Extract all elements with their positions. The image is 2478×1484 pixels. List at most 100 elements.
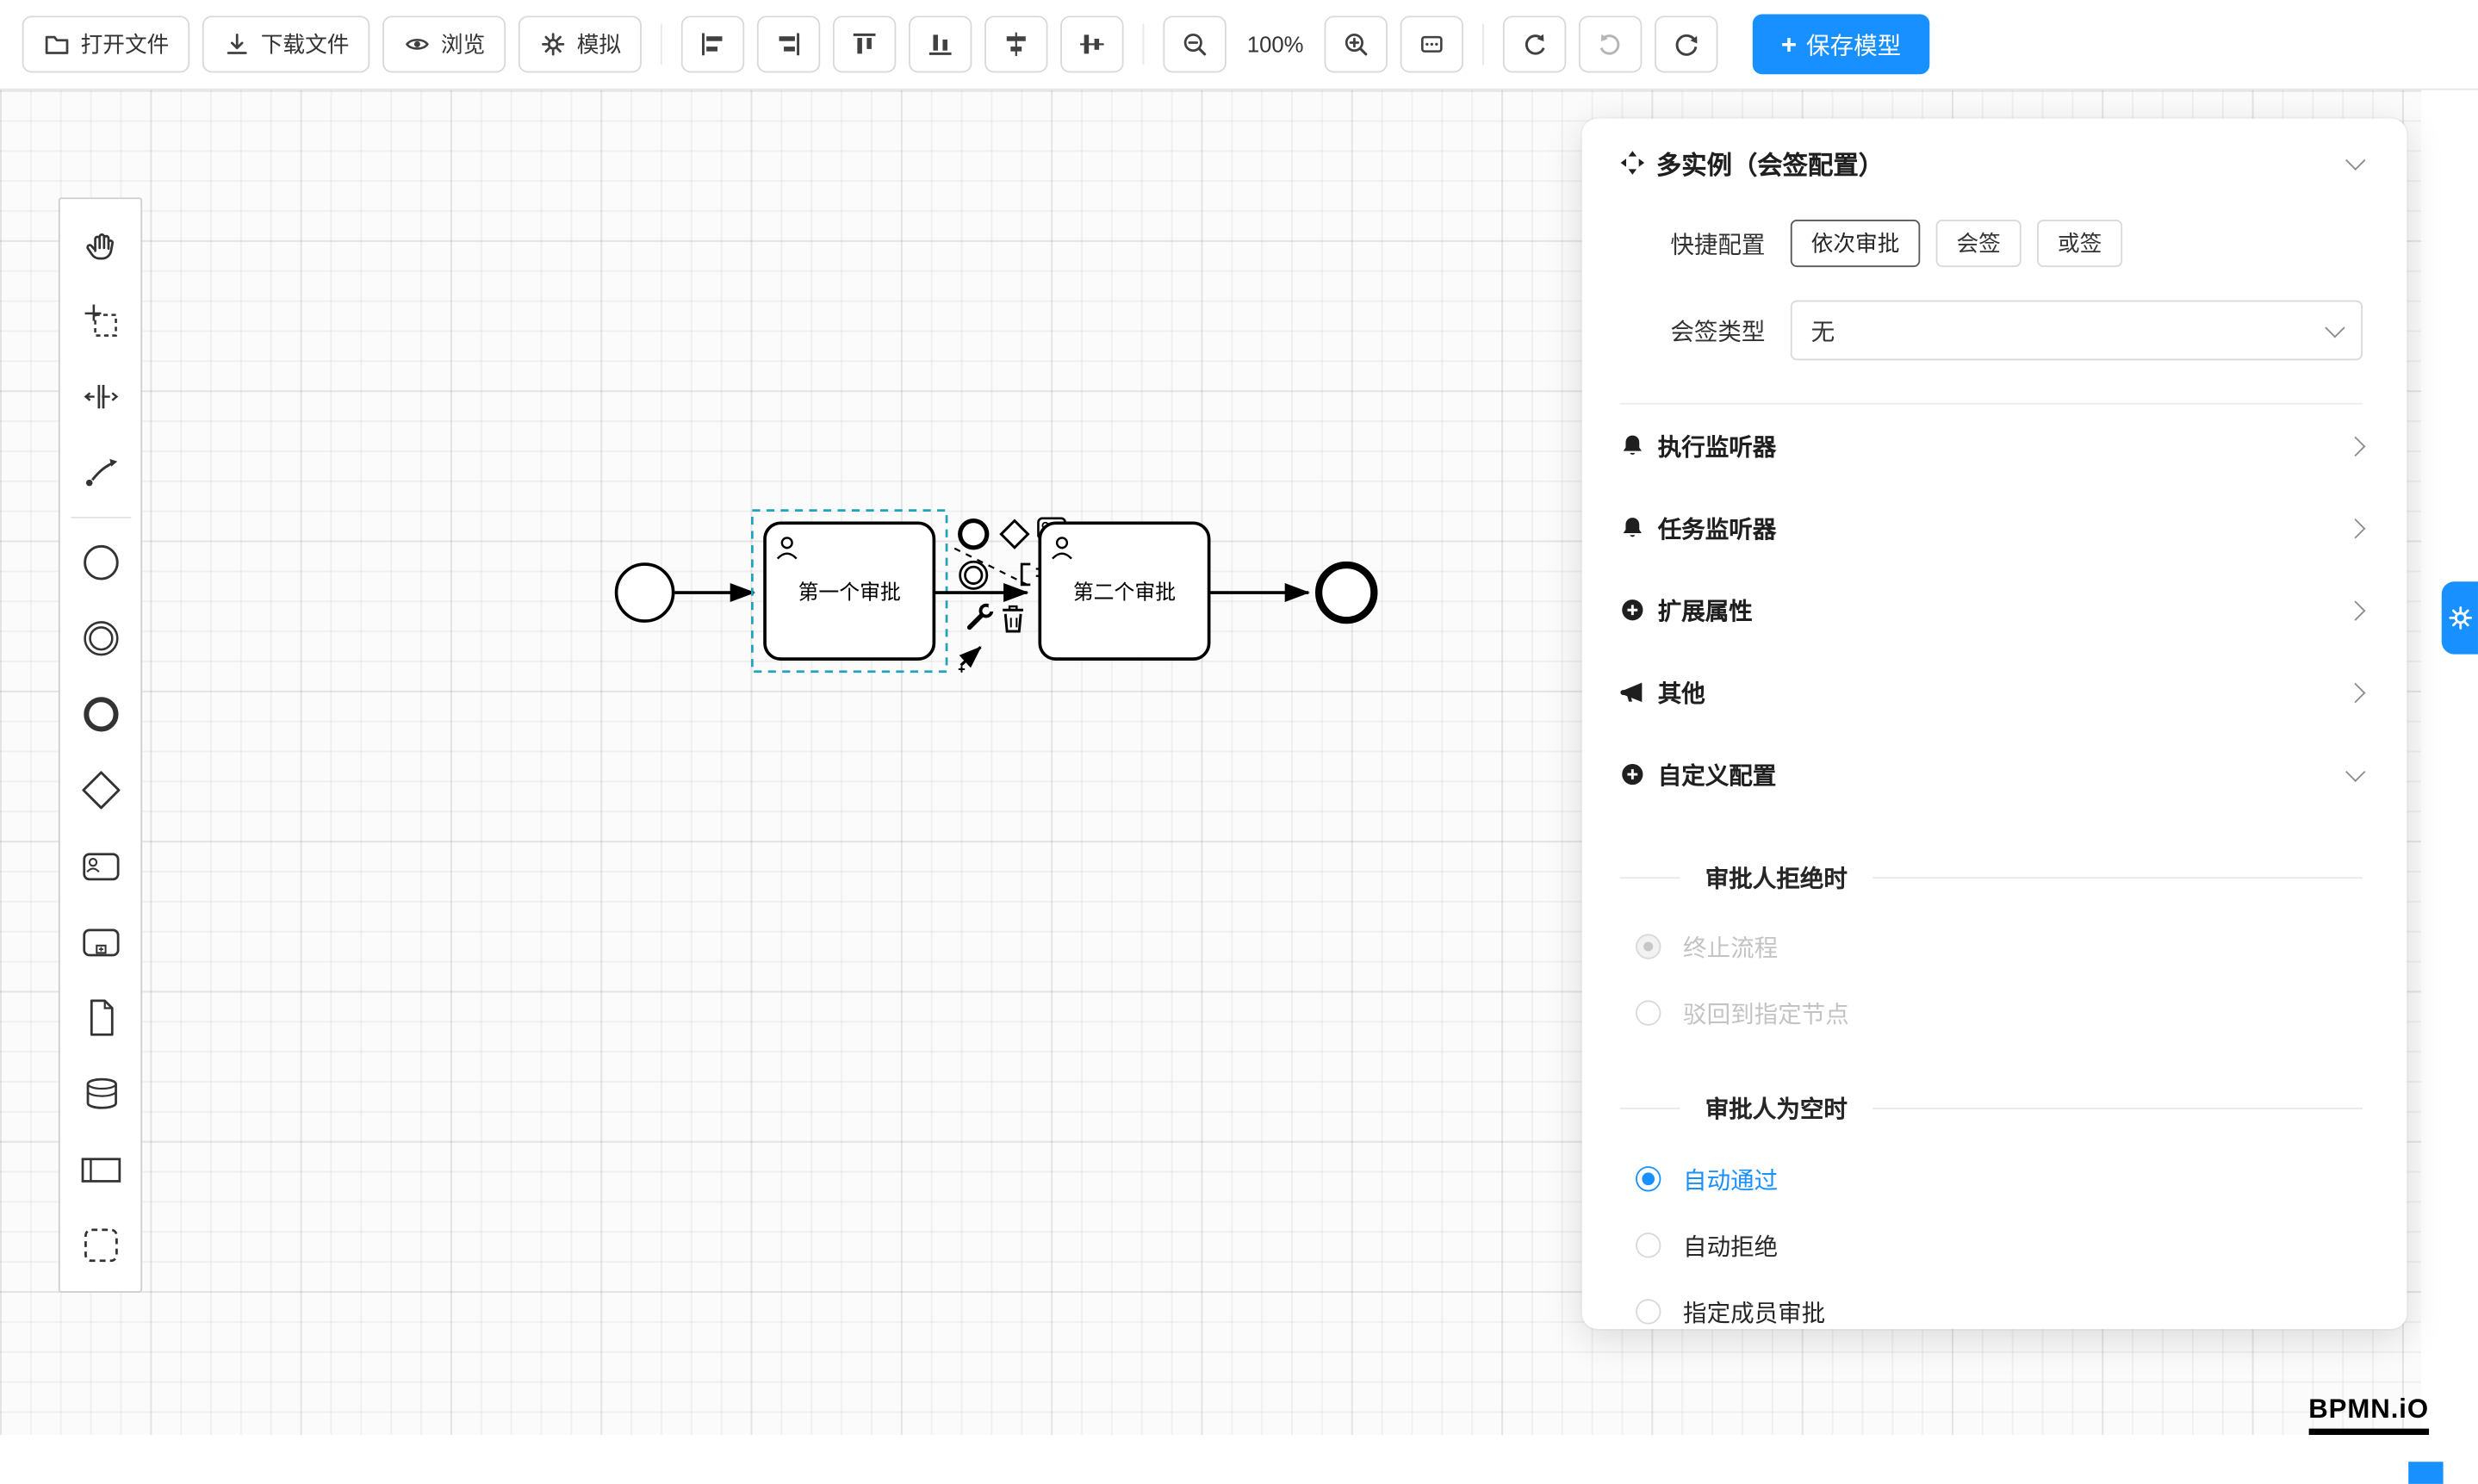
quick-option-orsign[interactable]: 或签 — [2037, 220, 2123, 268]
preview-button[interactable]: 浏览 — [382, 16, 506, 73]
settings-panel-toggle[interactable] — [2441, 581, 2478, 655]
user-icon — [776, 537, 798, 560]
create-end-event-button[interactable] — [65, 676, 135, 752]
append-intermediate-event-icon[interactable] — [959, 560, 989, 590]
section-label: 任务监听器 — [1657, 516, 1777, 543]
create-data-object-button[interactable] — [65, 980, 135, 1056]
create-data-store-button[interactable] — [65, 1056, 135, 1132]
zoom-in-icon — [1345, 33, 1368, 56]
download-file-button[interactable]: 下载文件 — [202, 16, 370, 73]
hand-icon — [85, 233, 114, 260]
start-event-shape[interactable] — [614, 562, 675, 623]
align-top-icon — [853, 33, 876, 54]
space-tool-button[interactable] — [65, 358, 135, 434]
align-center-vertical-button[interactable] — [1060, 16, 1124, 73]
bpmn-diagram: 第一个审批 — [614, 509, 1378, 674]
panel-divider — [1619, 402, 2363, 405]
align-left-button[interactable] — [680, 16, 745, 73]
user-task-1-shape[interactable]: 第一个审批 — [763, 521, 936, 661]
lasso-tool-button[interactable] — [65, 283, 135, 358]
open-file-button[interactable]: 打开文件 — [22, 16, 190, 73]
reject-group-title: 审批人拒绝时 — [1619, 866, 2363, 892]
radio-button[interactable] — [1636, 1299, 1661, 1325]
radio-button[interactable] — [1636, 934, 1661, 959]
section-extended-properties[interactable]: 扩展属性 — [1620, 569, 2366, 651]
radio-button[interactable] — [1636, 1233, 1661, 1258]
toolbar-divider — [1142, 23, 1145, 65]
minimap-toggle-button[interactable] — [2408, 1462, 2444, 1484]
align-top-button[interactable] — [832, 16, 897, 73]
connect-icon[interactable] — [958, 646, 982, 673]
sign-type-row: 会签类型 无 — [1620, 300, 2363, 361]
section-label: 执行监听器 — [1657, 433, 1777, 461]
group-icon — [84, 1228, 117, 1263]
toolbar-divider — [660, 23, 662, 65]
participant-icon — [80, 1158, 121, 1183]
align-center-horizontal-button[interactable] — [984, 16, 1048, 73]
create-gateway-button[interactable] — [65, 752, 135, 828]
eye-icon — [405, 39, 429, 50]
radio-assign-member[interactable]: 指定成员审批 — [1636, 1278, 2363, 1329]
top-toolbar: 打开文件 下载文件 浏览 模拟 — [0, 0, 2478, 90]
sign-type-select[interactable]: 无 — [1790, 300, 2363, 361]
radio-terminate-process[interactable]: 终止流程 — [1636, 914, 2363, 980]
save-model-button[interactable]: + 保存模型 — [1752, 14, 1930, 75]
align-bottom-button[interactable] — [909, 16, 972, 73]
simulate-button[interactable]: 模拟 — [518, 16, 642, 73]
radio-button[interactable] — [1636, 1000, 1661, 1026]
section-other[interactable]: 其他 — [1620, 651, 2366, 733]
refresh-button[interactable] — [1655, 16, 1718, 73]
radio-return-to-node[interactable]: 驳回到指定节点 — [1636, 980, 2363, 1046]
create-start-event-button[interactable] — [65, 525, 135, 600]
radio-auto-reject[interactable]: 自动拒绝 — [1636, 1212, 2363, 1278]
wrench-icon[interactable] — [966, 603, 996, 630]
hand-tool-button[interactable] — [65, 207, 135, 283]
redo-icon — [1599, 34, 1620, 55]
align-center-horizontal-icon — [1006, 32, 1026, 57]
create-intermediate-event-button[interactable] — [65, 600, 135, 676]
group-title: 审批人拒绝时 — [1705, 865, 1848, 892]
end-event-shape[interactable] — [1315, 561, 1378, 624]
section-task-listeners[interactable]: 任务监听器 — [1620, 487, 2366, 568]
section-custom-config[interactable]: 自定义配置 — [1620, 733, 2366, 815]
task-2-label: 第二个审批 — [1073, 581, 1176, 604]
align-right-button[interactable] — [756, 16, 821, 73]
zoom-out-button[interactable] — [1163, 16, 1227, 73]
preview-label: 浏览 — [440, 31, 486, 58]
section-execution-listeners[interactable]: 执行监听器 — [1620, 405, 2366, 487]
create-group-button[interactable] — [65, 1208, 135, 1283]
zoom-level: 100% — [1246, 31, 1304, 58]
append-end-event-icon[interactable] — [958, 518, 990, 550]
trash-icon[interactable] — [1003, 605, 1024, 633]
toolbar-divider — [1482, 23, 1484, 65]
quick-option-sequential[interactable]: 依次审批 — [1790, 220, 1921, 268]
create-user-task-button[interactable] — [65, 828, 135, 903]
radio-button[interactable] — [1636, 1166, 1661, 1192]
fit-viewport-button[interactable] — [1400, 16, 1464, 73]
chevron-down-icon — [2345, 761, 2366, 782]
radio-label: 驳回到指定节点 — [1683, 1001, 1849, 1028]
panel-header[interactable]: 多实例（会签配置） — [1620, 131, 2366, 194]
quick-config-row: 快捷配置 依次审批 会签 或签 — [1620, 220, 2363, 268]
chevron-down-icon[interactable] — [2345, 149, 2366, 170]
plus-icon: + — [1780, 28, 1798, 59]
append-gateway-icon[interactable] — [999, 518, 1030, 550]
redo-button[interactable] — [1578, 16, 1643, 73]
quick-option-countersign[interactable]: 会签 — [1935, 220, 2022, 268]
radio-auto-pass[interactable]: 自动通过 — [1636, 1146, 2363, 1212]
zoom-in-button[interactable] — [1324, 16, 1388, 73]
chevron-down-icon — [2325, 317, 2345, 338]
create-participant-button[interactable] — [65, 1132, 135, 1208]
create-subprocess-button[interactable] — [65, 904, 135, 980]
global-connect-button[interactable] — [65, 435, 135, 511]
undo-button[interactable] — [1502, 16, 1567, 73]
reject-options: 终止流程 驳回到指定节点 — [1620, 914, 2363, 1046]
gear-icon — [2448, 606, 2472, 630]
gear-icon — [542, 33, 565, 56]
zoom-out-icon — [1183, 33, 1207, 56]
download-file-label: 下载文件 — [260, 31, 350, 58]
bpmn-io-logo[interactable]: BPMN.iO — [2308, 1394, 2430, 1435]
align-left-icon — [702, 33, 723, 56]
user-task-2-shape[interactable]: 第二个审批 — [1038, 521, 1211, 661]
